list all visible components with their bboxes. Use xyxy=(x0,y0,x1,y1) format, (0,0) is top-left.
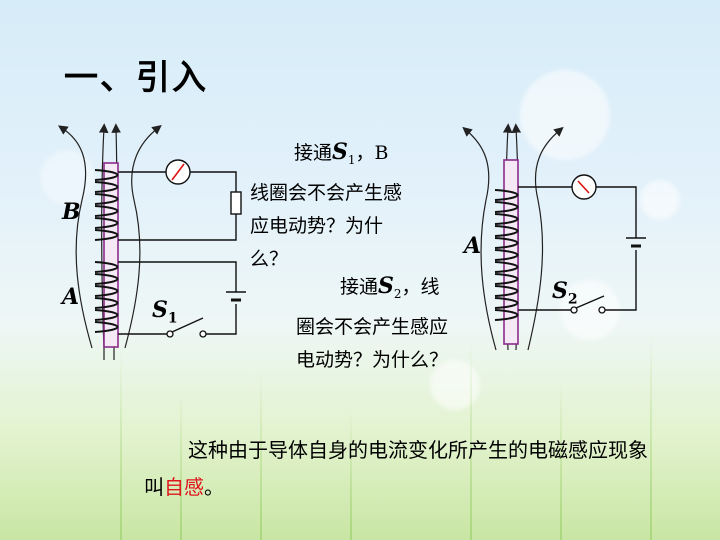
label-coil-a-right: A xyxy=(464,233,482,259)
label-coil-a: A xyxy=(62,284,80,310)
label-switch-s2: S2 xyxy=(552,278,578,308)
question-1: 接通S1，B 线圈会不会产生感应电动势？为什么？ xyxy=(250,139,403,270)
label-coil-b: B xyxy=(62,199,81,225)
question-2: 接通S2，线 圈会不会产生感应电动势？为什么？ xyxy=(296,273,449,371)
highlight-term: 自感 xyxy=(164,475,204,499)
label-switch-s1: S1 xyxy=(152,297,178,327)
page-title: 一、引入 xyxy=(64,58,208,98)
conclusion-text: 这种由于导体自身的电流变化所产生的电磁感应现象叫自感。 xyxy=(144,438,648,499)
